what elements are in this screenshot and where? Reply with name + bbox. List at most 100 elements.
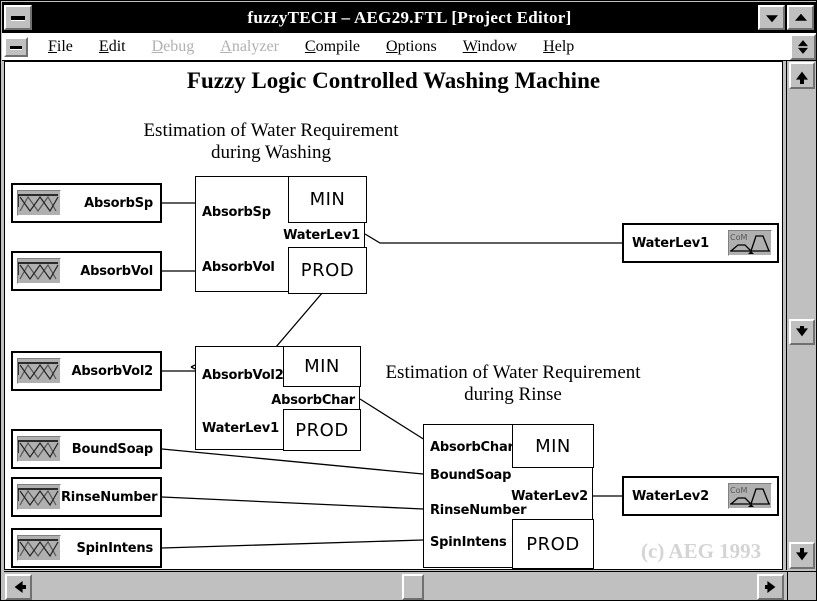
input-variable-spinintens[interactable]: SpinIntens [11,528,162,568]
rule-block-3-output-waterlev2: WaterLev2 [511,489,588,504]
section-washing-line1: Estimation of Water Requirement [143,120,399,141]
input-variable-label: AbsorbVol2 [71,363,153,379]
wire-boundsoap [161,448,424,475]
scroll-right-button[interactable] [757,574,784,600]
menu-item-edit[interactable]: Edit [98,38,126,55]
scroll-left-stem [20,585,26,589]
rule-block-3-aggregation[interactable]: MIN [512,424,594,468]
svg-text:CoM: CoM [730,233,747,242]
client-area: Fuzzy Logic Controlled Washing Machine E… [2,61,816,600]
scroll-right-stem [765,585,771,589]
document-system-menu-icon[interactable] [4,37,28,57]
section-rinse-line2: during Rinse [464,384,562,406]
input-variable-boundsoap[interactable]: BoundSoap [11,429,162,469]
page-title: Fuzzy Logic Controlled Washing Machine [186,68,601,93]
menu-accelerator: F [48,38,57,55]
rule-block-2-aggregation[interactable]: MIN [283,346,361,387]
com-defuzzification-icon: CoM [728,483,772,509]
wire-spinintens [161,539,424,549]
membership-function-icon [17,258,61,284]
menu-accelerator: D [151,38,164,55]
wire-rinsenumber [161,496,424,510]
menu-accelerator: O [386,38,398,55]
menu-item-help[interactable]: Help [543,38,575,55]
thumb-glyph-icon [796,328,808,337]
input-variable-absorbsp[interactable]: AbsorbSp [11,183,162,223]
membership-function-icon [17,484,61,510]
rule-block-3[interactable]: AbsorbChar BoundSoap RinseNumber SpinInt… [423,424,594,569]
output-variable-waterlev1[interactable]: WaterLev1 CoM [622,223,779,263]
horizontal-scrollbar[interactable] [4,571,815,600]
input-variable-absorbvol2[interactable]: AbsorbVol2 [11,351,162,391]
document-system-menu-glyph [10,46,22,50]
minimize-icon [765,14,778,22]
rule-block-1[interactable]: AbsorbSp AbsorbVol WaterLev1 MIN PROD [195,176,367,294]
menu-item-compile[interactable]: Compile [304,38,360,55]
rule-block-3-input-rinsenumber: RinseNumber [430,503,527,518]
com-defuzzification-icon: CoM [728,230,772,256]
rule-block-2-output-absorbchar: AbsorbChar [271,393,355,408]
section-rinse-line1: Estimation of Water Requirement [385,362,641,383]
scroll-down-stem [800,548,804,554]
membership-function-icon [17,190,61,216]
rule-block-1-composition[interactable]: PROD [288,247,367,294]
title-bar: fuzzyTECH – AEG29.FTL [Project Editor] [2,2,816,33]
minimize-button[interactable] [758,5,785,30]
input-variable-absorbvol[interactable]: AbsorbVol [11,251,162,291]
svg-text:CoM: CoM [730,486,747,495]
scroll-down-button[interactable] [789,542,815,569]
menu-bar: File Edit Debug Analyzer Compile Options Windo… [2,33,816,61]
vertical-scroll-thumb[interactable] [789,319,815,345]
rule-block-3-input-boundsoap: BoundSoap [430,468,512,483]
scroll-up-stem [800,78,804,84]
horizontal-scroll-thumb[interactable] [402,574,424,600]
menu-item-analyzer: Analyzer [220,38,279,55]
menu-accelerator: C [304,38,316,55]
menu-item-window[interactable]: Window [462,38,518,55]
scroll-up-icon [796,71,808,80]
input-variable-label: SpinIntens [76,540,154,556]
input-variable-rinsenumber[interactable]: RinseNumber [11,477,162,517]
rule-block-1-aggregation[interactable]: MIN [288,176,367,223]
rule-block-2-composition[interactable]: PROD [283,409,361,451]
input-variable-label: RinseNumber [61,489,158,505]
rule-block-3-composition[interactable]: PROD [512,519,594,569]
maximize-button[interactable] [787,5,814,30]
system-menu-icon[interactable] [4,5,32,30]
vertical-scrollbar[interactable] [786,61,816,570]
section-label-rinse: Estimation of Water Requirement during R… [363,362,663,407]
rule-block-2-input-absorbvol2: AbsorbVol2 [202,368,284,383]
output-variable-waterlev2[interactable]: WaterLev2 CoM [622,476,779,516]
section-washing-line2: during Washing [210,142,332,164]
rule-block-2-input-waterlev1: WaterLev1 [202,421,279,436]
rule-block-2[interactable]: AbsorbVol2 WaterLev1 AbsorbChar MIN PROD [195,346,361,451]
scroll-left-button[interactable] [5,574,32,600]
rule-block-3-input-spinintens: SpinIntens [430,535,507,550]
scrollbar-corner [787,571,816,600]
updown-spinner-icon[interactable] [790,34,816,60]
menu-accelerator: A [220,38,232,55]
copyright-watermark: (c) AEG 1993 [641,539,762,563]
scroll-left-icon [14,581,23,593]
scroll-up-button[interactable] [789,62,815,89]
input-variable-label: AbsorbVol [80,263,153,279]
system-menu-glyph [11,16,25,21]
wire-waterlev1-out [364,233,622,244]
menu-item-file[interactable]: File [48,38,73,55]
section-label-washing: Estimation of Water Requirement during W… [121,120,421,165]
maximize-icon [794,13,807,21]
menu-accelerator: H [543,38,555,55]
rule-block-3-input-absorbchar: AbsorbChar [430,440,514,455]
menu-accelerator: W [462,38,478,55]
input-variable-label: AbsorbSp [84,195,153,211]
vertical-scroll-track[interactable] [789,90,815,541]
rule-block-1-output-waterlev1: WaterLev1 [283,228,360,243]
project-editor-canvas[interactable]: Fuzzy Logic Controlled Washing Machine E… [4,61,783,570]
membership-function-icon [17,535,61,561]
membership-function-icon [17,358,61,384]
output-variable-label: WaterLev1 [632,235,709,251]
menu-item-debug: Debug [151,38,195,55]
menu-item-options[interactable]: Options [386,38,437,55]
scroll-down-icon [796,551,808,560]
